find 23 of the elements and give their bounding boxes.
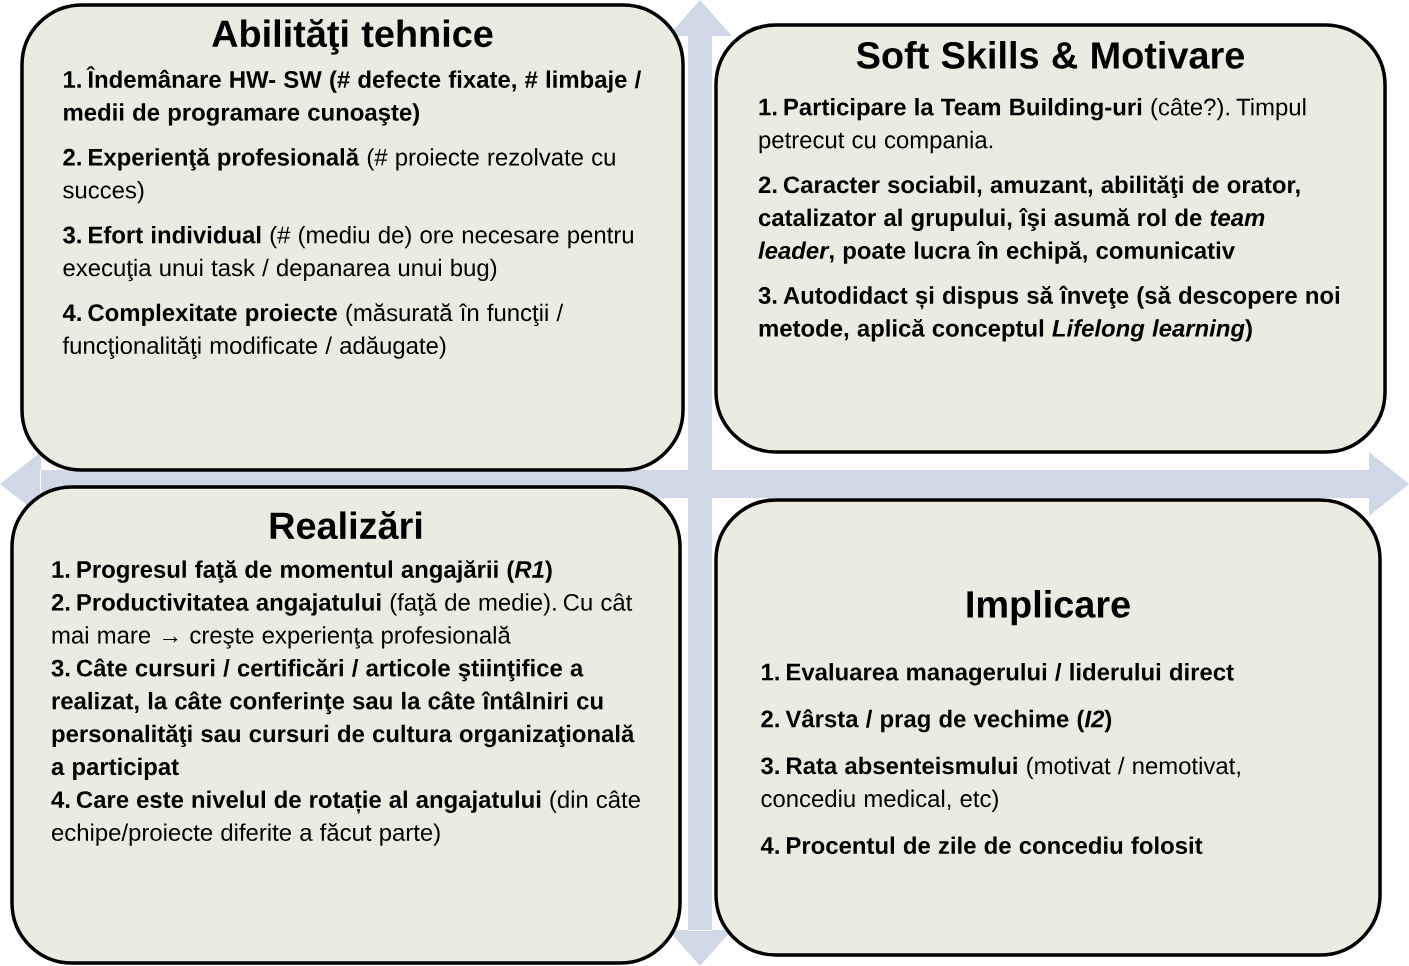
list-item: 3. Câte cursuri / certificări / articole ştiinţifice a realizat, la câte conferinţe sau la câte întâlniri cu personalităţi sau cursuri de cultura organizaţională a participat [51,658,635,780]
card-heading: Abilităţi tehnice [212,19,493,55]
list-item: 3. Autodidact și dispus să înveţe (să descopere noi metode, aplică conceptul Lifelong learning) [758,285,1339,342]
list-item: 4. Procentul de zile de concediu folosit [760,836,1203,855]
list-item: 1. Îndemânare HW- SW (# defecte fixate, # limbaje / medii de programare cunoaşte) [64,66,641,126]
rounded-box [714,498,1382,957]
list-item: 1. Progresul faţă de momentul angajării (R1) [52,560,552,583]
list-item: 2. Caracter sociabil, amuzant, abilităţi de orator, catalizator al grupului, îşi asumă rol de team leader, poate lucra în echipă, comunicativ [758,175,1300,264]
rounded-box [714,23,1387,454]
list-item: 1. Participare la Team Building-uri (câte?). Timpul petrecut cu compania. [759,97,1306,154]
list-item: 2. Vârsta / prag de vechime (I2) [761,709,1112,733]
list-item: 3. Efort individual (# (mediu de) ore necesare pentru execuţia unui task / depanarea unui bug) [63,225,633,282]
list-item: 2. Productivitatea angajatului (faţă de medie). Cu cât mai mare → creşte experienţa profesională [51,592,633,649]
card-heading: Realizări [270,511,422,540]
rounded-box [10,485,682,965]
card-heading: Soft Skills & Motivare [856,41,1245,69]
list-item: 4. Care este nivelul de rotație al angajatului (din câte echipe/proiecte diferite a făcut parte) [51,790,640,846]
card-heading: Implicare [967,590,1130,626]
list-item: 2. Experienţă profesională (# proiecte rezolvate cu succes) [63,147,615,204]
list-item: 4. Complexitate proiecte (măsurată în funcţii / funcţionalităţi modificate / adăugate) [62,303,564,359]
list-item: 1. Evaluarea managerului / liderului direct [762,663,1234,686]
list-item: 3. Rata absenteismului (motivat / nemotivat, concediu medical, etc) [761,756,1240,812]
rounded-box [20,3,685,472]
